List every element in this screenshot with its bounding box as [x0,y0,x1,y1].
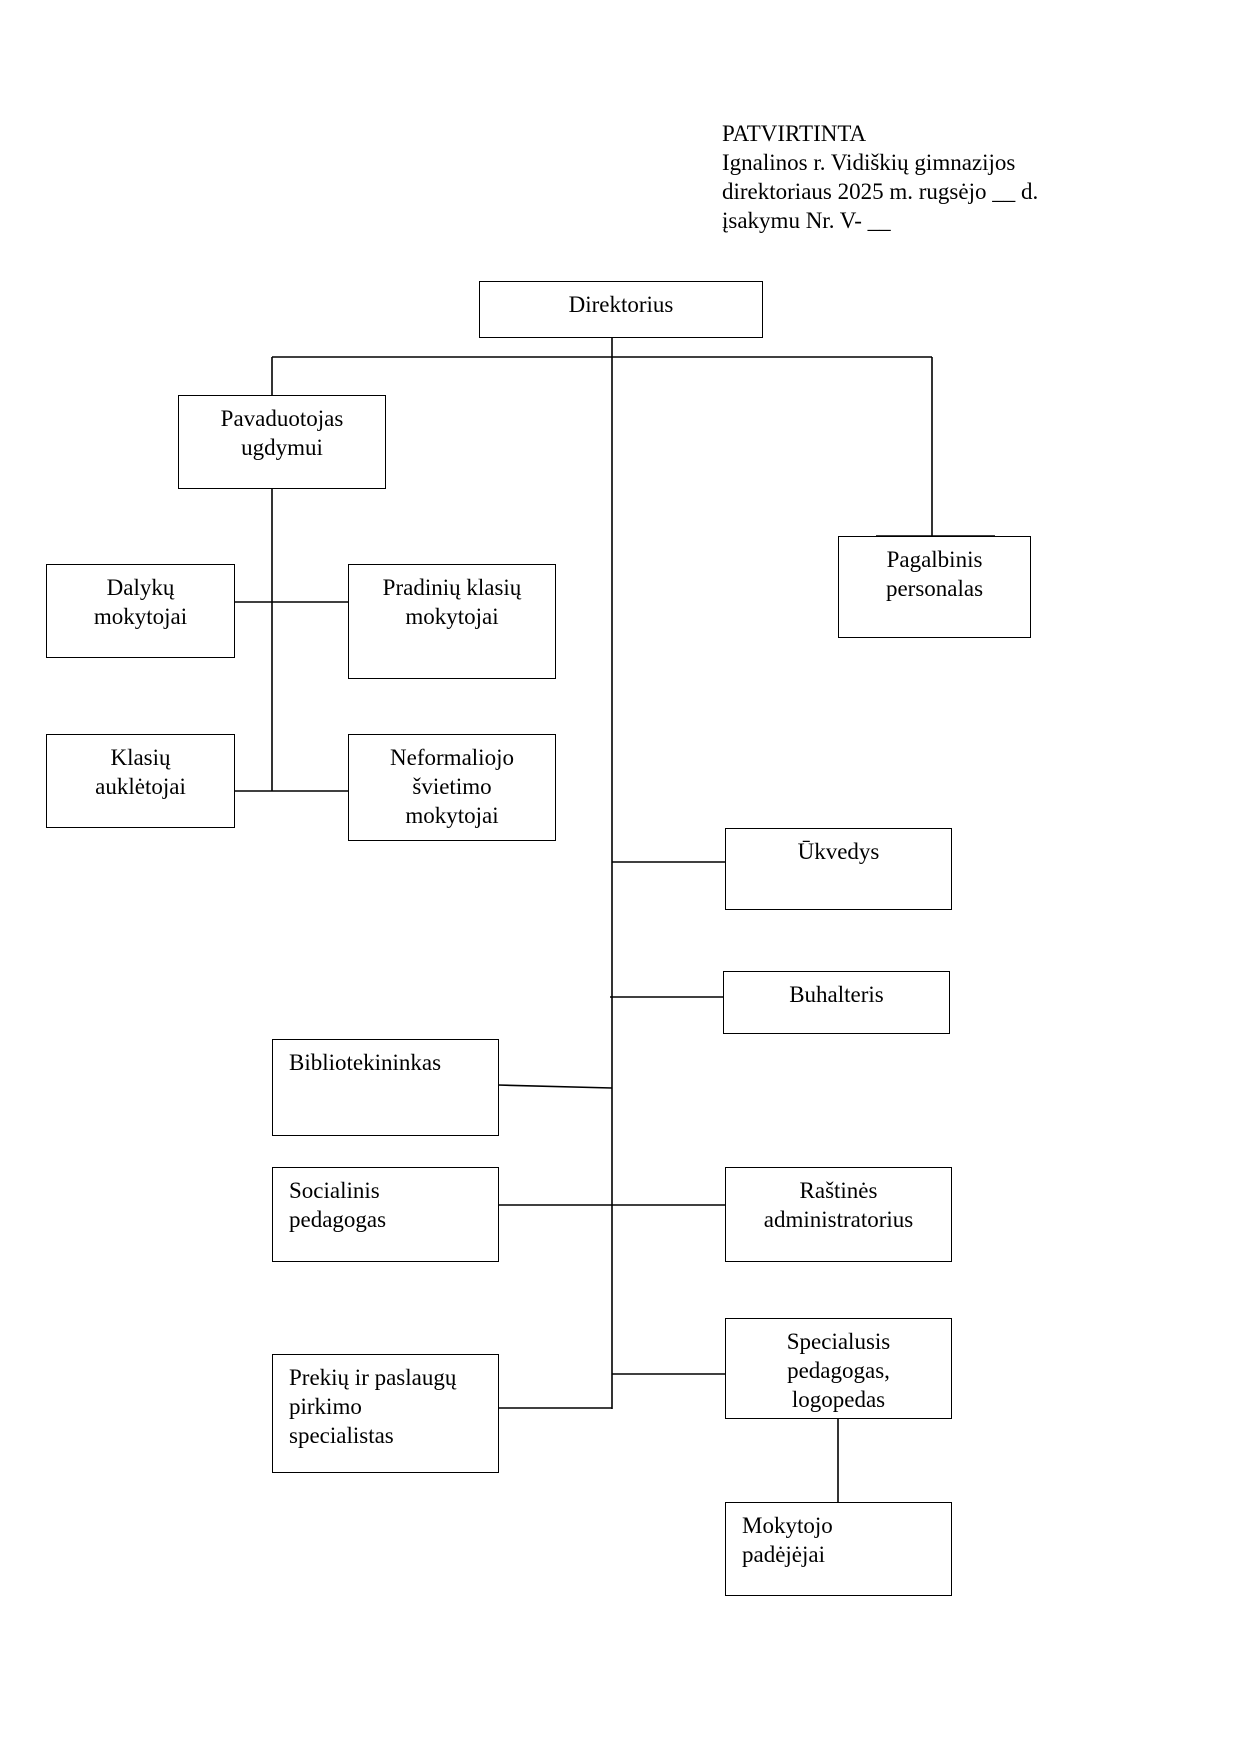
node-bibliotekininkas-line-1: Bibliotekininkas [289,1050,442,1075]
node-klasiu-line-2: auklėtojai [95,774,186,799]
node-prekiu-line-3: specialistas [289,1423,394,1448]
node-neformaliojo-line-3: mokytojai [405,803,499,828]
node-pagalbinis-line-2: personalas [885,576,984,601]
node-prekiu-line-2: pirkimo [289,1394,362,1419]
node-neformaliojo-line-1: Neformaliojo [390,745,514,770]
connector-bibliotekininkas [497,1084,613,1089]
node-prekiu-line-1: Prekių ir paslaugų [289,1365,457,1390]
node-pagalbinis-line-1: Pagalbinis [886,547,983,572]
node-rastines-line-2: administratorius [763,1207,914,1232]
node-mokytojo-line-2: padėjėjai [742,1542,826,1567]
node-mokytojo-line-1: Mokytojo [742,1513,833,1538]
node-specialusis-line-1: Specialusis [786,1329,891,1354]
node-pavaduotojas-ugdymui: Pavaduotojas ugdymui [178,395,386,489]
approval-school: Ignalinos r. Vidiškių gimnazijos [722,150,1016,175]
node-socialinis-pedagogas: Socialinis pedagogas [272,1167,499,1262]
node-ukvedys: Ūkvedys [725,828,952,910]
approval-block: PATVIRTINTA Ignalinos r. Vidiškių gimnaz… [722,119,1038,235]
node-rastines-line-1: Raštinės [799,1178,878,1203]
node-neformaliojo-line-2: švietimo [412,774,492,799]
node-dalyku-line-2: mokytojai [93,604,188,629]
node-direktorius: Direktorius [479,281,763,338]
approval-director-date: direktoriaus 2025 m. rugsėjo __ d. [722,179,1039,204]
node-klasiu-line-1: Klasių [110,745,171,770]
node-specialusis-pedagogas-logopedas: Specialusis pedagogas, logopedas [725,1318,952,1419]
node-socialinis-line-2: pedagogas [289,1207,387,1232]
node-socialinis-line-1: Socialinis [289,1178,380,1203]
node-bibliotekininkas: Bibliotekininkas [272,1039,499,1136]
node-neformaliojo-svietimo-mokytojai: Neformaliojo švietimo mokytojai [348,734,556,841]
node-ukvedys-line-1: Ūkvedys [797,839,880,864]
node-direktorius-line-1: Direktorius [568,292,674,317]
approval-title: PATVIRTINTA [722,121,867,146]
node-dalyku-line-1: Dalykų [106,575,175,600]
node-mokytojo-padejejai: Mokytojo padėjėjai [725,1502,952,1596]
node-buhalteris-line-1: Buhalteris [789,982,884,1007]
approval-order-number: įsakymu Nr. V- __ [722,208,891,233]
node-rastines-administratorius: Raštinės administratorius [725,1167,952,1262]
node-pradiniu-line-1: Pradinių klasių [382,575,522,600]
node-pradiniu-line-2: mokytojai [405,604,499,629]
node-dalyku-mokytojai: Dalykų mokytojai [46,564,235,658]
node-pavaduotojas-line-2: ugdymui [241,435,323,460]
node-klasiu-aukletojai: Klasių auklėtojai [46,734,235,828]
node-pagalbinis-personalas: Pagalbinis personalas [838,536,1031,638]
node-specialusis-line-3: logopedas [791,1387,886,1412]
node-buhalteris: Buhalteris [723,971,950,1034]
node-specialusis-line-2: pedagogas, [787,1358,890,1383]
node-pradiniu-klasiu-mokytojai: Pradinių klasių mokytojai [348,564,556,679]
node-pavaduotojas-line-1: Pavaduotojas [220,406,344,431]
node-prekiu-paslaugu-pirkimo-specialistas: Prekių ir paslaugų pirkimo specialistas [272,1354,499,1473]
